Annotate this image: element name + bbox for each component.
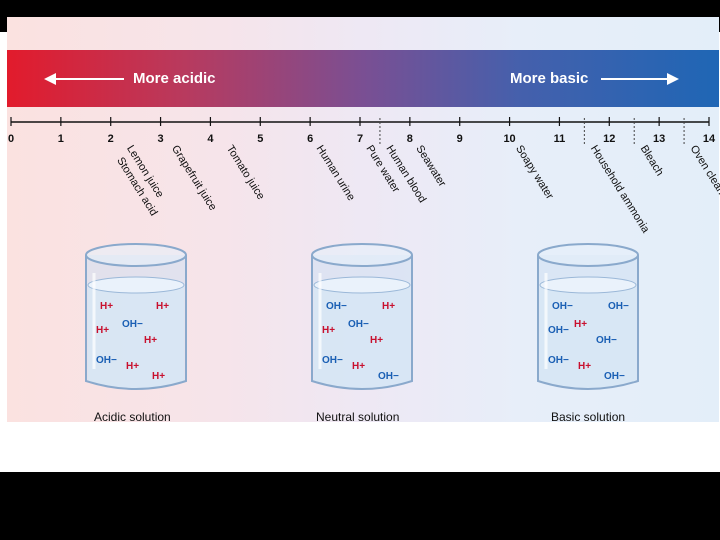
beaker-rim bbox=[311, 243, 413, 267]
ph-tick-label: 8 bbox=[407, 133, 413, 145]
ion-label: H+ bbox=[152, 371, 165, 382]
liquid-surface bbox=[539, 276, 637, 294]
ph-tick-label: 6 bbox=[307, 133, 313, 145]
ion-label: OH− bbox=[348, 319, 369, 330]
ph-tick-label: 5 bbox=[257, 133, 263, 145]
beaker-rim bbox=[537, 243, 639, 267]
ion-label: OH− bbox=[96, 355, 117, 366]
left-arrow-line bbox=[54, 78, 124, 80]
liquid-surface bbox=[313, 276, 411, 294]
ph-tick-label: 14 bbox=[703, 133, 716, 145]
ion-label: OH− bbox=[604, 371, 625, 382]
beaker-rim bbox=[85, 243, 187, 267]
ion-label: H+ bbox=[156, 301, 169, 312]
ph-tick-label: 11 bbox=[554, 133, 566, 145]
ph-tick-label: 7 bbox=[357, 133, 363, 145]
substance-label: Human urine bbox=[314, 143, 358, 203]
ion-label: OH− bbox=[326, 301, 347, 312]
ion-label: H+ bbox=[144, 335, 157, 346]
ion-label: OH− bbox=[322, 355, 343, 366]
substance-label: Oven cleaner bbox=[688, 143, 720, 205]
more-acidic-label: More acidic bbox=[133, 70, 216, 87]
ion-label: H+ bbox=[96, 325, 109, 336]
ion-label: H+ bbox=[322, 325, 335, 336]
beaker-wall bbox=[311, 255, 413, 390]
ph-tick-label: 3 bbox=[158, 133, 164, 145]
beaker-wall bbox=[537, 255, 639, 390]
substance-label: Household ammonia bbox=[588, 143, 652, 236]
ion-label: H+ bbox=[382, 301, 395, 312]
liquid-surface bbox=[87, 276, 185, 294]
ion-label: OH− bbox=[596, 335, 617, 346]
ion-label: H+ bbox=[126, 361, 139, 372]
ph-tick-label: 9 bbox=[457, 133, 463, 145]
substance-label: Bleach bbox=[638, 143, 666, 178]
beaker-wall bbox=[85, 255, 187, 390]
ph-tick-label: 4 bbox=[207, 133, 214, 145]
right-arrow-icon bbox=[667, 73, 679, 85]
ion-label: OH− bbox=[548, 325, 569, 336]
ion-label: OH− bbox=[378, 371, 399, 382]
beaker-liquid bbox=[540, 285, 636, 388]
ph-tick-label: 0 bbox=[8, 133, 14, 145]
beaker-liquid bbox=[314, 285, 410, 388]
right-arrow-line bbox=[601, 78, 669, 80]
beaker-caption-neutral: Neutral solution bbox=[316, 410, 400, 424]
ion-label: OH− bbox=[548, 355, 569, 366]
ion-label: H+ bbox=[100, 301, 113, 312]
beaker-caption-basic: Basic solution bbox=[551, 410, 626, 424]
ph-tick-label: 12 bbox=[603, 133, 615, 145]
ion-label: OH− bbox=[122, 319, 143, 330]
ion-label: H+ bbox=[578, 361, 591, 372]
acidity-gradient-bar bbox=[7, 50, 719, 107]
ion-label: OH− bbox=[608, 301, 629, 312]
ph-tick-label: 13 bbox=[653, 133, 665, 145]
substance-label: Grapefruit juice bbox=[169, 143, 219, 213]
ph-tick-label: 2 bbox=[108, 133, 114, 145]
more-basic-label: More basic bbox=[510, 70, 589, 87]
left-arrow-icon bbox=[44, 73, 56, 85]
ion-label: OH− bbox=[552, 301, 573, 312]
ion-label: H+ bbox=[352, 361, 365, 372]
beaker-caption-acidic: Acidic solution bbox=[94, 410, 171, 424]
substance-label: Tomato juice bbox=[224, 143, 267, 202]
substance-label: Soapy water bbox=[513, 143, 556, 201]
ion-label: H+ bbox=[370, 335, 383, 346]
ph-tick-label: 10 bbox=[503, 133, 515, 145]
beaker-liquid bbox=[88, 285, 184, 388]
ion-label: H+ bbox=[574, 319, 587, 330]
ph-tick-label: 1 bbox=[58, 133, 64, 145]
